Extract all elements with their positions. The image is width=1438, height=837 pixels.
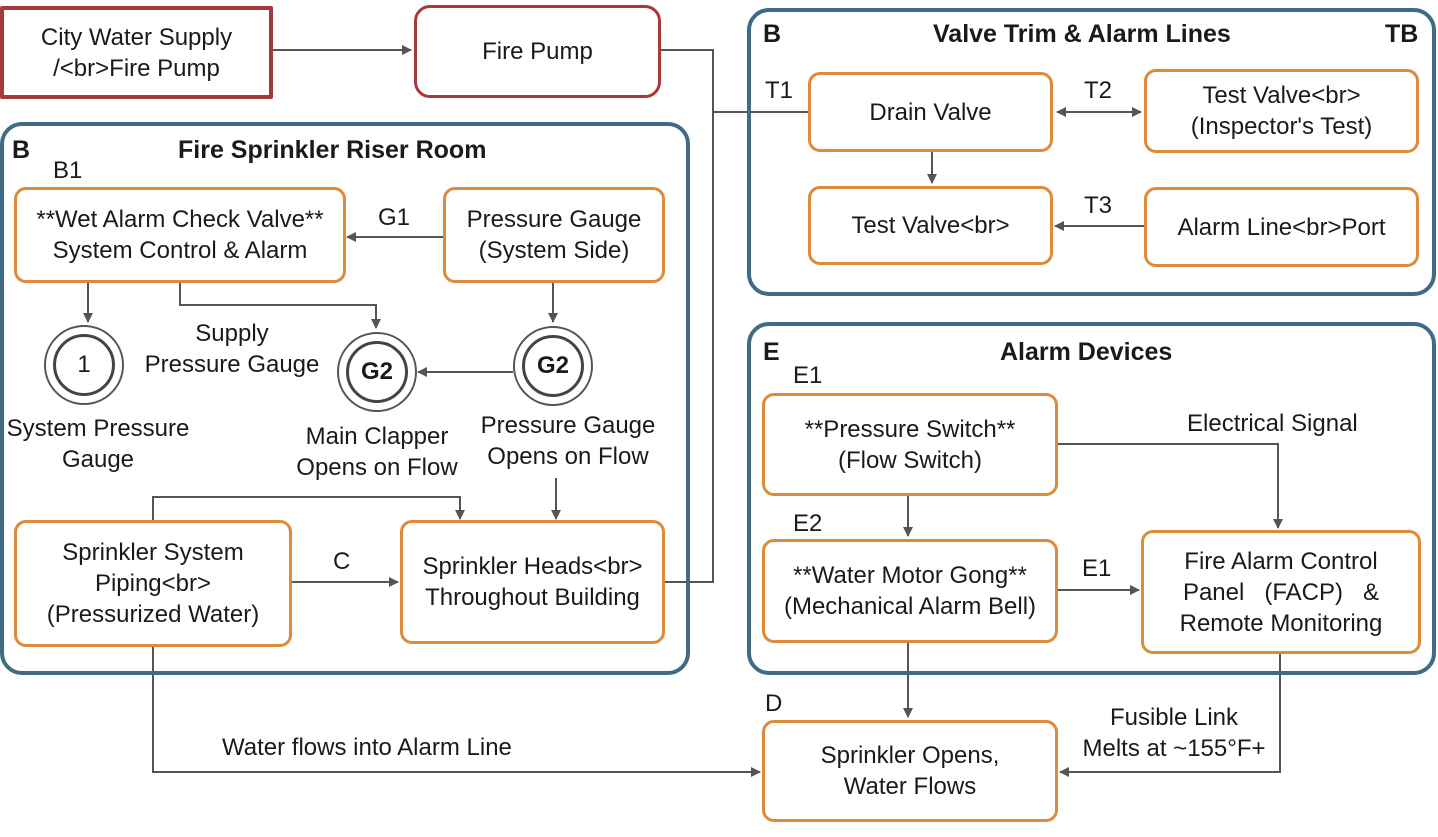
edge-facp-to-sprinkler-opens [1059,654,1281,777]
node-sprinkler-system-piping[interactable]: Sprinkler System Piping<br> (Pressurized… [14,520,292,647]
node-water-motor-gong[interactable]: **Water Motor Gong** (Mechanical Alarm B… [762,539,1058,643]
label-water-flows-into-alarm-line: Water flows into Alarm Line [222,734,512,761]
label-main-clapper: Main Clapper Opens on Flow [296,423,458,481]
label-d: D [765,690,783,717]
gauge-system-pressure[interactable]: 1 [44,325,124,405]
edge-pump-to-trim [660,49,808,113]
edge-switch-to-facp [1058,443,1283,529]
label-fusible-link: Fusible Link Melts at ~155°F+ [1082,704,1266,762]
node-city-water-supply[interactable]: City Water Supply /<br>Fire Pump [0,6,273,99]
node-fire-pump[interactable]: Fire Pump [414,5,661,98]
group-trim-tag: TB [1385,20,1419,48]
node-drain-valve[interactable]: Drain Valve [808,72,1053,152]
node-pressure-switch[interactable]: **Pressure Switch** (Flow Switch) [762,393,1058,496]
node-sprinkler-heads[interactable]: Sprinkler Heads<br> Throughout Building [400,520,665,644]
node-test-valve[interactable]: Test Valve<br> [808,186,1053,265]
group-riser-title: Fire Sprinkler Riser Room [178,136,487,164]
label-b1: B1 [53,157,83,184]
gauge-pressure-opens[interactable]: G2 [513,326,593,406]
label-supply-pressure-gauge: Supply Pressure Gauge [144,320,320,378]
label-pressure-gauge-opens: Pressure Gauge Opens on Flow [480,412,656,470]
edge-heads-to-trunk [664,112,714,583]
node-test-valve-inspectors[interactable]: Test Valve<br> (Inspector's Test) [1144,69,1419,153]
label-c: C [333,548,351,575]
label-t1: T1 [765,77,794,104]
gauge-main-clapper[interactable]: G2 [337,332,417,412]
node-wet-alarm-check-valve[interactable]: **Wet Alarm Check Valve** System Control… [14,187,346,283]
group-alarm-devices [747,322,1436,675]
group-alarm-letter: E [763,338,780,366]
label-g1: G1 [378,204,411,231]
label-t2: T2 [1084,77,1113,104]
label-t3: T3 [1084,192,1113,219]
group-riser-room [0,122,690,675]
gauge-dial-icon: G2 [346,341,408,403]
group-trim-letter: B [763,20,782,48]
label-system-pressure-gauge: System Pressure Gauge [6,415,190,473]
label-e1-right: E1 [1082,555,1112,582]
label-electrical-signal: Electrical Signal [1187,410,1358,437]
node-fire-alarm-control-panel[interactable]: Fire Alarm Control Panel (FACP) & Remote… [1141,530,1421,654]
edge-piping-loop-to-heads [152,496,465,522]
group-trim-title: Valve Trim & Alarm Lines [933,20,1231,48]
edge-check-to-gauge-mid [179,283,381,329]
group-alarm-title: Alarm Devices [1000,338,1173,366]
group-riser-letter: B [12,136,31,164]
node-alarm-line-port[interactable]: Alarm Line<br>Port [1144,187,1419,267]
node-sprinkler-opens[interactable]: Sprinkler Opens, Water Flows [762,720,1058,822]
group-valve-trim [747,8,1436,296]
label-e2: E2 [793,510,823,537]
edge-piping-to-sprinkler-opens [152,647,761,777]
gauge-dial-icon: G2 [522,335,584,397]
node-pressure-gauge-system-side[interactable]: Pressure Gauge (System Side) [443,187,665,283]
label-e1-top: E1 [793,362,823,389]
gauge-dial-icon: 1 [53,334,115,396]
